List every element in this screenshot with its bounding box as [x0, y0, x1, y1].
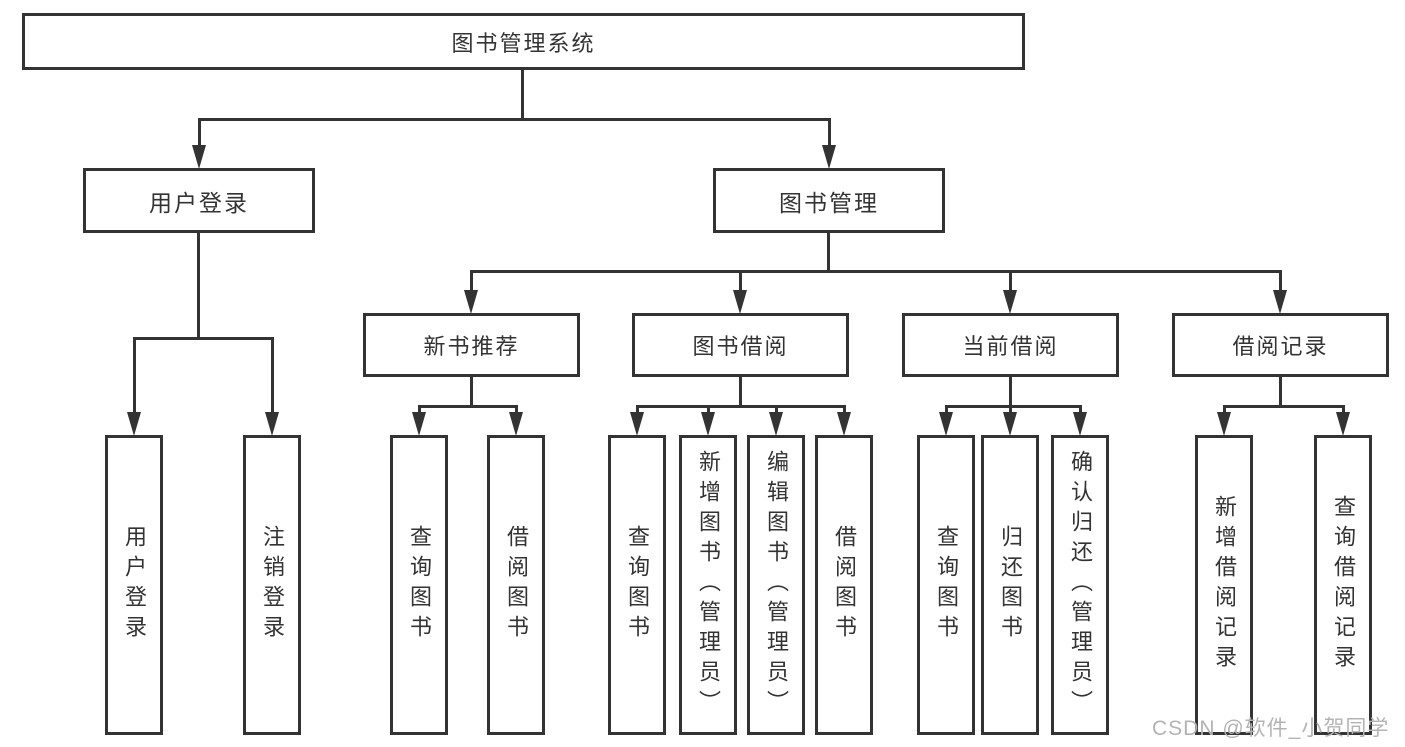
leaf-add-book-admin: 新增图书（管理员） [679, 435, 737, 735]
leaf-add-borrow-record: 新增借阅记录 [1195, 435, 1253, 735]
connector-current-drop-3 [1079, 405, 1082, 415]
connector-borrow-drop-1 [636, 405, 639, 415]
connector-borrow-crossbar [636, 405, 846, 408]
connector-borrow-drop-2 [707, 405, 710, 415]
leaf-query-book-1: 查询图书 [390, 435, 448, 735]
arrow-down-icon [769, 412, 783, 436]
connector-record-drop-2 [1342, 405, 1345, 415]
arrow-down-icon [1217, 412, 1231, 436]
arrow-down-icon [127, 412, 141, 436]
connector-mgmt-drop-2 [739, 270, 742, 292]
leaf-edit-book-admin: 编辑图书（管理员） [747, 435, 805, 735]
connector-login-stem [197, 233, 200, 337]
leaf-query-borrow-record: 查询借阅记录 [1314, 435, 1372, 735]
connector-borrow-stem [739, 377, 742, 405]
node-library-management-system: 图书管理系统 [22, 13, 1025, 70]
connector-record-stem [1279, 377, 1282, 405]
connector-current-drop-2 [1009, 405, 1012, 415]
connector-mgmt-stem [827, 233, 830, 270]
arrow-down-icon [1003, 290, 1017, 314]
connector-mgmt-crossbar [470, 270, 1281, 273]
connector-rec-crossbar [418, 405, 518, 408]
connector-root-stem [521, 70, 524, 118]
node-user-login: 用户登录 [83, 168, 315, 233]
connector-login-crossbar [133, 337, 274, 340]
arrow-down-icon [192, 145, 206, 169]
connector-mgmt-drop-1 [470, 270, 473, 292]
arrow-down-icon [630, 412, 644, 436]
node-new-book-recommend: 新书推荐 [363, 313, 580, 377]
arrow-down-icon [733, 290, 747, 314]
leaf-query-book-3: 查询图书 [917, 435, 975, 735]
leaf-confirm-return-admin: 确认归还（管理员） [1051, 435, 1109, 735]
arrow-down-icon [1336, 412, 1350, 436]
connector-mgmt-drop-4 [1279, 270, 1282, 292]
arrow-down-icon [701, 412, 715, 436]
arrow-down-icon [837, 412, 851, 436]
connector-root-crossbar [198, 118, 831, 121]
arrow-down-icon [822, 145, 836, 169]
leaf-return-book: 归还图书 [981, 435, 1039, 735]
leaf-user-login: 用户登录 [105, 435, 163, 735]
connector-rec-drop-2 [515, 405, 518, 415]
leaf-borrow-book-2: 借阅图书 [815, 435, 873, 735]
leaf-query-book-2: 查询图书 [608, 435, 666, 735]
connector-rec-stem [470, 377, 473, 405]
arrow-down-icon [509, 412, 523, 436]
node-book-management: 图书管理 [713, 168, 945, 233]
arrow-down-icon [1273, 290, 1287, 314]
arrow-down-icon [412, 412, 426, 436]
connector-record-drop-1 [1223, 405, 1226, 415]
connector-record-crossbar [1223, 405, 1345, 408]
connector-current-drop-1 [945, 405, 948, 415]
connector-borrow-drop-4 [843, 405, 846, 415]
connector-mgmt-drop-3 [1009, 270, 1012, 292]
arrow-down-icon [464, 290, 478, 314]
csdn-watermark: CSDN @软件_小贺同学 [1152, 717, 1390, 740]
leaf-borrow-book-1: 借阅图书 [487, 435, 545, 735]
leaf-logout: 注销登录 [243, 435, 301, 735]
connector-root-drop-2 [828, 118, 831, 150]
connector-rec-drop-1 [418, 405, 421, 415]
connector-login-drop-1 [133, 337, 136, 415]
node-current-borrow: 当前借阅 [902, 313, 1119, 377]
connector-borrow-drop-3 [775, 405, 778, 415]
arrow-down-icon [939, 412, 953, 436]
node-book-borrow: 图书借阅 [632, 313, 849, 377]
connector-login-drop-2 [271, 337, 274, 415]
connector-current-crossbar [945, 405, 1082, 408]
arrow-down-icon [1003, 412, 1017, 436]
connector-current-stem [1009, 377, 1012, 405]
connector-root-drop-1 [198, 118, 201, 150]
arrow-down-icon [265, 412, 279, 436]
node-borrow-record: 借阅记录 [1172, 313, 1389, 377]
arrow-down-icon [1073, 412, 1087, 436]
